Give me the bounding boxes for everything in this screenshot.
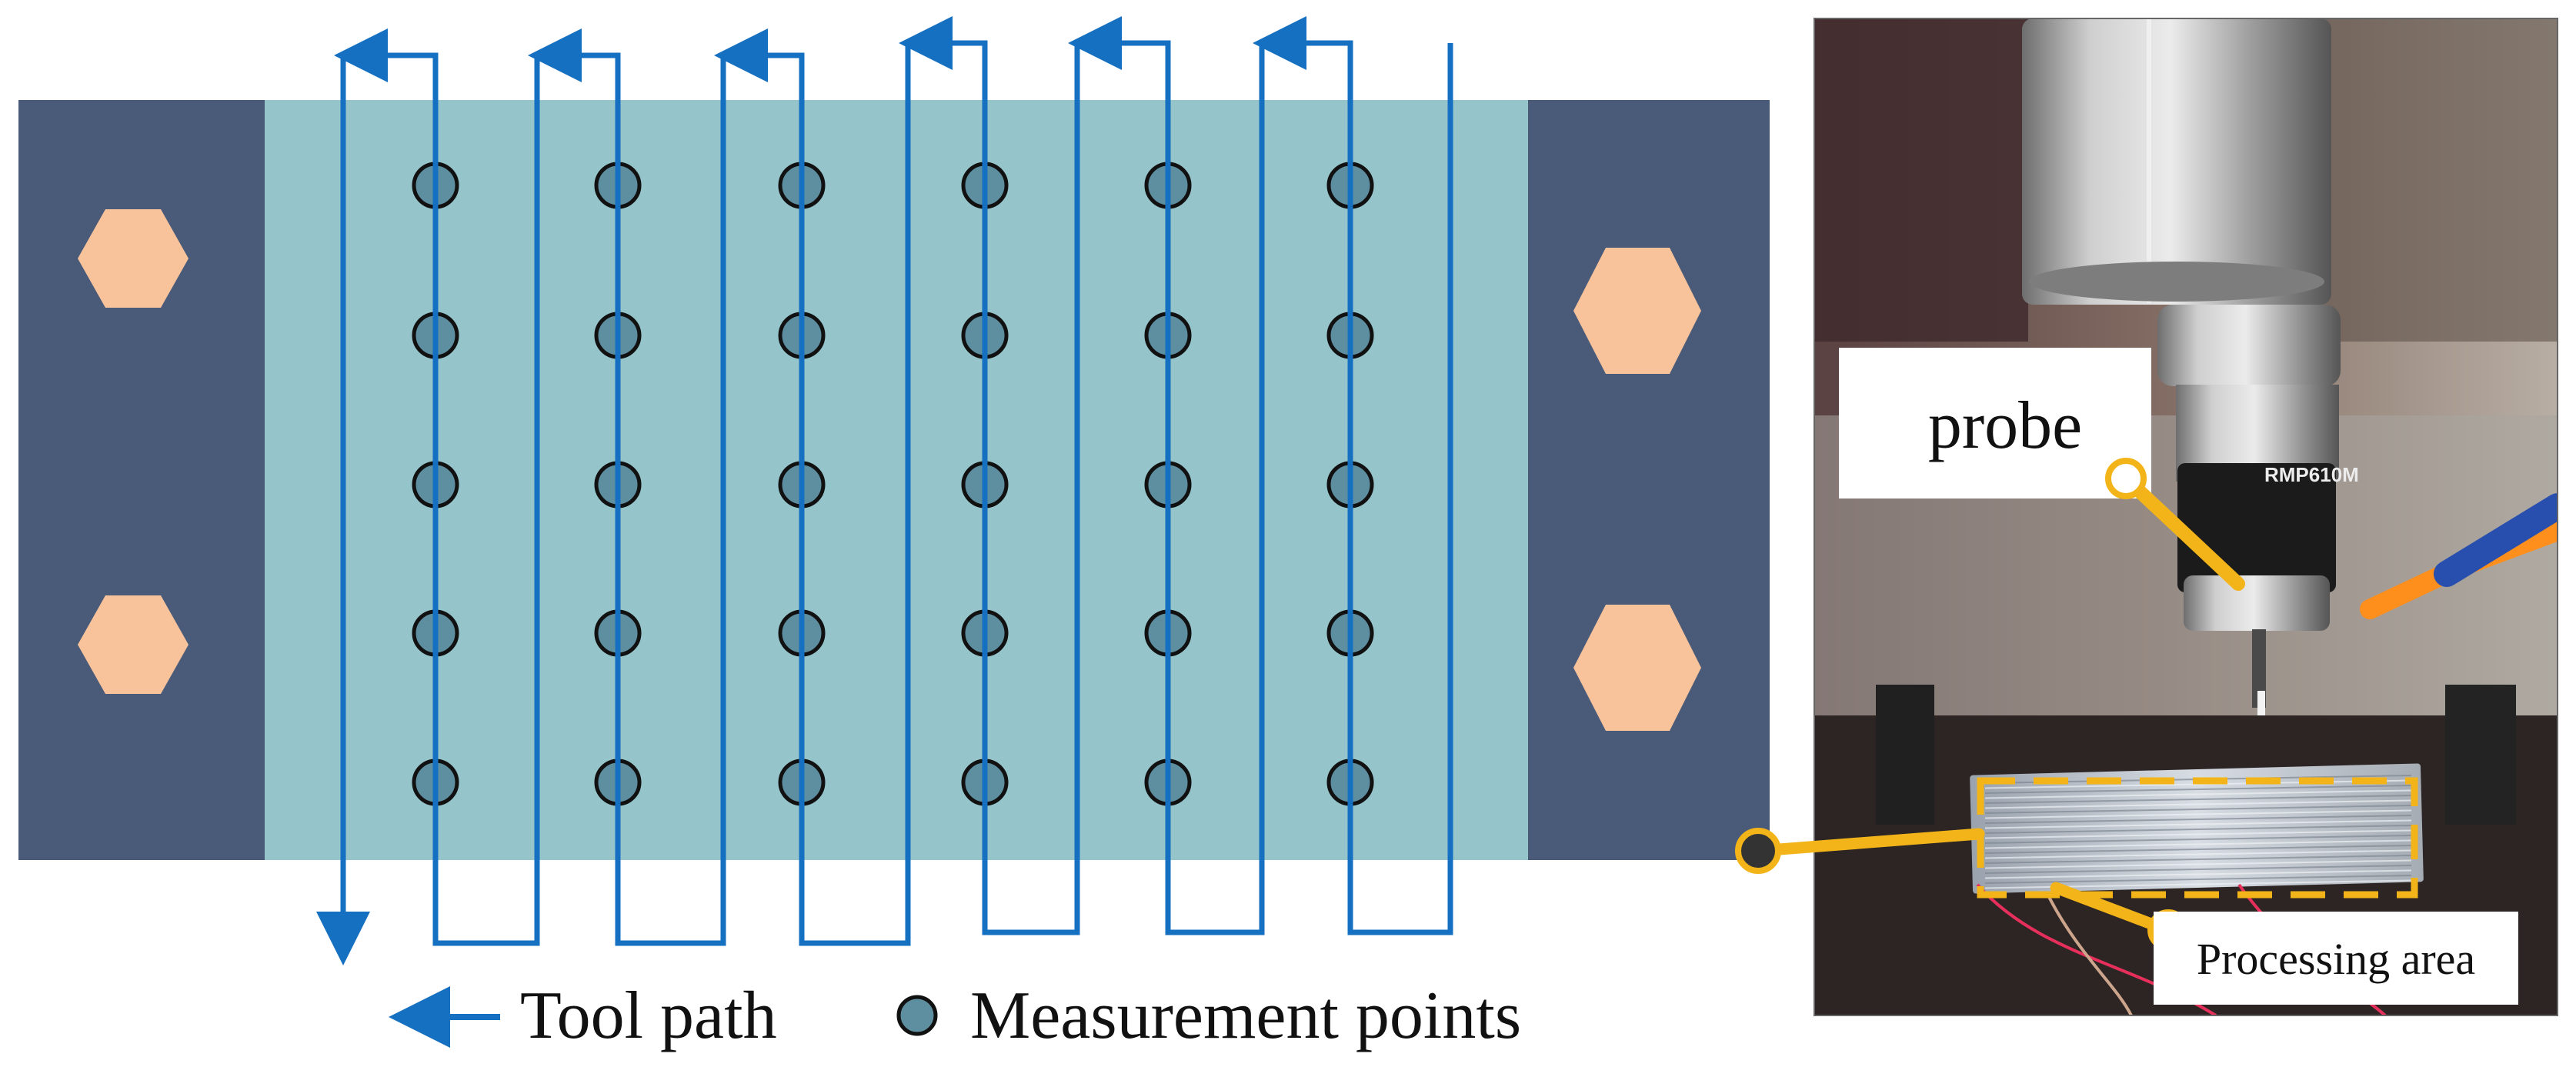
probe-base — [2184, 575, 2330, 631]
tool-holder — [2157, 305, 2341, 386]
spindle-highlight — [2147, 18, 2151, 303]
workpiece — [265, 100, 1528, 860]
machined-plate-line — [1984, 789, 2412, 799]
machined-plate-line — [1984, 855, 2412, 864]
tool-path — [316, 16, 1453, 965]
machined-plate-line — [1984, 845, 2412, 854]
probe-callout-line — [2119, 472, 2245, 591]
machine-frame-left — [1814, 18, 2028, 342]
processing-area-label: Processing area — [2197, 934, 2475, 984]
probe-model-label: RMP610M — [2264, 463, 2359, 486]
machined-plate-line — [1984, 795, 2412, 804]
tool-path-line — [340, 40, 1453, 946]
machined-plate-line — [1984, 825, 2412, 834]
spindle-housing — [2022, 18, 2331, 305]
bolt-icon — [1573, 248, 1701, 374]
legend-measurement-points-label: Measurement points — [970, 979, 1521, 1053]
bolt-icon — [78, 209, 189, 308]
probe-callout-point — [2105, 458, 2147, 499]
probe-photo-panel: RMP610M probe Processing area — [1735, 18, 2558, 1016]
machined-plate-line — [1984, 805, 2412, 814]
clamp-bolt-right — [2445, 685, 2516, 825]
right-fixture-block — [1528, 100, 1770, 860]
coolant-pipe — [2434, 493, 2558, 587]
probe-label-box — [1839, 348, 2151, 498]
legend-tool-path-label: Tool path — [520, 979, 777, 1053]
machined-plate-line — [1984, 869, 2412, 879]
photo-frame — [1814, 18, 2558, 1016]
machined-plate-line — [1984, 849, 2412, 859]
machined-plate-line — [1984, 859, 2412, 869]
clamp-bolt-left — [1876, 685, 1934, 825]
processing-area-side-callout — [1753, 828, 1985, 857]
machined-plate-line — [1984, 799, 2412, 809]
probe-stylus — [2252, 629, 2266, 708]
machined-plate-line — [1984, 835, 2412, 844]
probe-label: probe — [1928, 388, 2082, 463]
machined-plate-line — [1984, 875, 2412, 884]
processing-area-label-box — [2154, 912, 2518, 1005]
bolt-icon — [78, 595, 189, 694]
legend-measurement-point-icon — [896, 995, 938, 1036]
bolt-icon — [1573, 605, 1701, 731]
legend: Tool path Measurement points — [389, 979, 1521, 1053]
fixture-assembly — [18, 100, 1770, 860]
machined-plate-line — [1984, 829, 2412, 839]
machined-plate-line — [1984, 809, 2412, 819]
machined-plate-line — [1984, 785, 2412, 794]
machined-plate-line — [1984, 815, 2412, 824]
spindle-ring — [2029, 262, 2324, 302]
processing-area-side-point — [1735, 828, 1781, 874]
machined-plate-line — [1984, 865, 2412, 874]
sensor-wire — [2045, 892, 2133, 1015]
machined-plate-line — [1984, 819, 2412, 829]
measurement-points-grid — [412, 162, 1374, 806]
machined-plate-line — [1984, 839, 2412, 849]
